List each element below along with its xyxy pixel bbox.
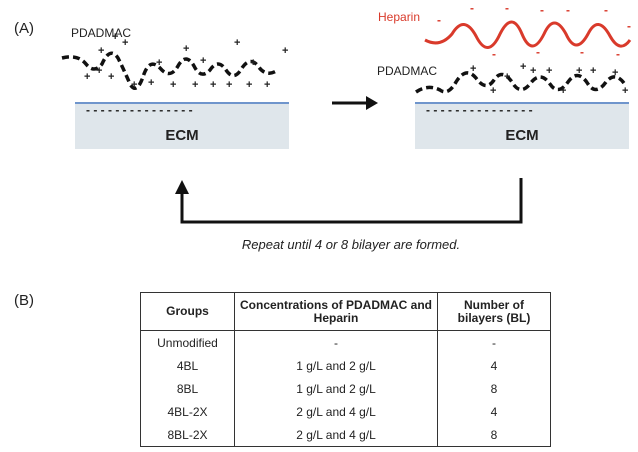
cell-concentration: - xyxy=(234,330,438,354)
cell-group: 8BL xyxy=(140,377,235,400)
panel-b-label: (B) xyxy=(14,292,34,309)
left-negative-charges: - - - - - - - - - - - - - - - xyxy=(86,103,193,117)
cell-concentration: 1 g/L and 2 g/L xyxy=(234,354,438,377)
table-row: 8BL-2X 2 g/L and 4 g/L 8 xyxy=(140,423,551,447)
left-pdadmac-label: PDADMAC xyxy=(71,26,131,40)
table-header-row: Groups Concentrations of PDADMAC and Hep… xyxy=(140,292,551,331)
cell-group: 4BL-2X xyxy=(140,400,235,423)
header-concentrations: Concentrations of PDADMAC and Heparin xyxy=(234,292,438,331)
right-pdadmac-chain xyxy=(415,71,628,94)
cell-group: Unmodified xyxy=(140,330,235,354)
cell-bilayers: 8 xyxy=(437,423,551,447)
right-arrow-icon xyxy=(332,96,378,110)
table-row: 4BL-2X 2 g/L and 4 g/L 4 xyxy=(140,400,551,423)
cell-concentration: 2 g/L and 4 g/L xyxy=(234,400,438,423)
table-row: Unmodified - - xyxy=(140,330,551,354)
groups-table: Groups Concentrations of PDADMAC and Hep… xyxy=(140,292,551,447)
left-ecm-label: ECM xyxy=(165,127,198,144)
cell-bilayers: - xyxy=(437,330,551,354)
right-positive-charges: +++ +++ +++ ++ xyxy=(470,61,628,97)
right-ecm-label: ECM xyxy=(505,127,538,144)
header-groups: Groups xyxy=(140,292,235,331)
coating-diagram: - - - - - - - - - - - - - - - ECM PDADMA… xyxy=(61,1,632,252)
right-pdadmac-label: PDADMAC xyxy=(377,64,437,78)
left-ecm-substrate: - - - - - - - - - - - - - - - ECM xyxy=(75,102,289,149)
right-negative-charges: - - - - - - - - - - - - - - - xyxy=(426,103,533,117)
cell-group: 4BL xyxy=(140,354,235,377)
cell-concentration: 2 g/L and 4 g/L xyxy=(234,423,438,447)
table-row: 4BL 1 g/L and 2 g/L 4 xyxy=(140,354,551,377)
repeat-loop-arrow-icon xyxy=(175,178,523,224)
heparin-chain xyxy=(424,20,632,49)
right-ecm-substrate: - - - - - - - - - - - - - - - ECM xyxy=(415,102,629,149)
table-row: 8BL 1 g/L and 2 g/L 8 xyxy=(140,377,551,400)
cell-bilayers: 4 xyxy=(437,354,551,377)
heparin-negative-charges: --- --- --- -- xyxy=(437,1,631,61)
cell-bilayers: 4 xyxy=(437,400,551,423)
cell-concentration: 1 g/L and 2 g/L xyxy=(234,377,438,400)
left-positive-charges: +++ +++ +++ +++ +++ +++ ++ xyxy=(84,31,288,91)
left-pdadmac-chain xyxy=(61,51,279,90)
cell-bilayers: 8 xyxy=(437,377,551,400)
cell-group: 8BL-2X xyxy=(140,423,235,447)
header-bilayers: Number of bilayers (BL) xyxy=(437,292,551,331)
panel-a-label: (A) xyxy=(14,20,34,37)
repeat-caption: Repeat until 4 or 8 bilayer are formed. xyxy=(242,237,460,252)
heparin-label: Heparin xyxy=(378,10,420,24)
